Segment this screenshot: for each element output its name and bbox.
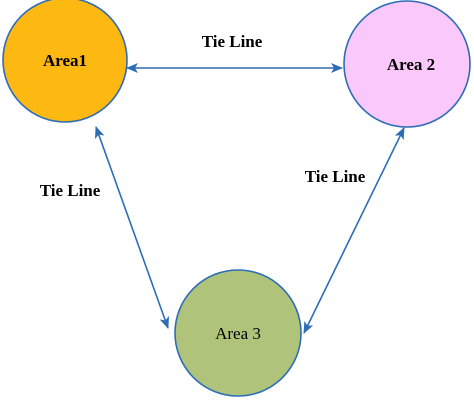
node-label-area2: Area 2 — [387, 55, 435, 74]
node-area3 — [174, 269, 302, 397]
edge-area1-area3 — [95, 126, 169, 329]
edge-label-area2-area3: Tie Line — [305, 167, 366, 186]
edge-label-area1-area2: Tie Line — [202, 32, 263, 51]
node-area1 — [2, 0, 128, 123]
node-label-area3: Area 3 — [215, 324, 261, 343]
node-label-area1: Area1 — [43, 51, 87, 70]
edge-area2-area3 — [303, 127, 405, 334]
edge-label-area1-area3: Tie Line — [40, 181, 101, 200]
node-area2 — [343, 0, 471, 128]
